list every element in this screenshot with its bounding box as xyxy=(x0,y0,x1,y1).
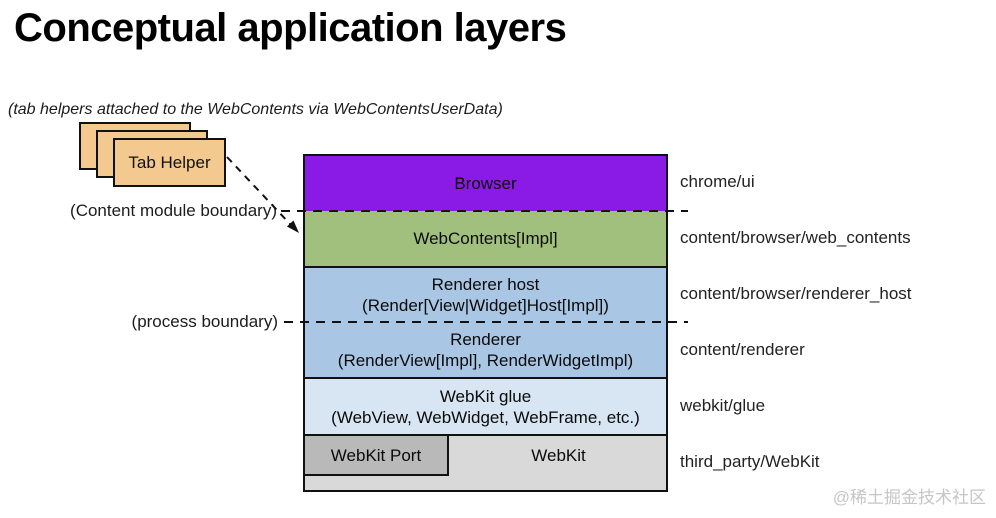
tab-helper-card-front: Tab Helper xyxy=(113,138,226,187)
layer-webkit-glue-sublabel: (WebView, WebWidget, WebFrame, etc.) xyxy=(331,407,640,427)
layer-renderer-label: Renderer xyxy=(450,329,521,349)
page-title: Conceptual application layers xyxy=(14,6,567,50)
content-module-boundary-label: (Content module boundary) xyxy=(70,201,277,220)
layer-webcontents-label: WebContents[Impl] xyxy=(413,229,558,248)
layer-webkit-label: WebKit xyxy=(531,446,586,465)
path-label-third-party-webkit: third_party/WebKit xyxy=(680,452,820,471)
path-label-renderer: content/renderer xyxy=(680,340,805,359)
process-boundary-label: (process boundary) xyxy=(131,312,278,331)
layer-webkit: WebKit Port WebKit xyxy=(303,434,666,490)
path-label-webkit-glue: webkit/glue xyxy=(680,396,766,415)
watermark: @稀土掘金技术社区 xyxy=(832,488,986,507)
layer-webkit-glue: WebKit glue (WebView, WebWidget, WebFram… xyxy=(305,377,666,434)
layer-stack: Browser WebContents[Impl] Renderer host … xyxy=(303,154,668,492)
tab-helpers-note: (tab helpers attached to the WebContents… xyxy=(8,101,503,118)
layer-renderer-host-label: Renderer host xyxy=(431,275,540,294)
layer-renderer-sublabel: (RenderView[Impl], RenderWidgetImpl) xyxy=(337,350,634,370)
layer-browser-label: Browser xyxy=(454,174,517,193)
webkit-port-box: WebKit Port xyxy=(303,434,449,476)
layer-browser: Browser xyxy=(305,156,666,211)
layer-renderer-host-sublabel: (Render[View|Widget]Host[Impl]) xyxy=(362,296,609,315)
layer-webcontents: WebContents[Impl] xyxy=(305,211,666,266)
path-label-chrome-ui: chrome/ui xyxy=(680,172,755,191)
layer-renderer: Renderer (RenderView[Impl], RenderWidget… xyxy=(305,322,666,377)
layer-webkit-glue-label: WebKit glue xyxy=(439,386,532,406)
path-label-web-contents: content/browser/web_contents xyxy=(680,228,911,247)
path-label-renderer-host: content/browser/renderer_host xyxy=(680,284,912,303)
webkit-port-label: WebKit Port xyxy=(330,445,422,465)
layer-renderer-host: Renderer host (Render[View|Widget]Host[I… xyxy=(305,266,666,322)
tab-helper-label: Tab Helper xyxy=(128,152,211,172)
tab-helper-arrowhead xyxy=(286,220,299,233)
